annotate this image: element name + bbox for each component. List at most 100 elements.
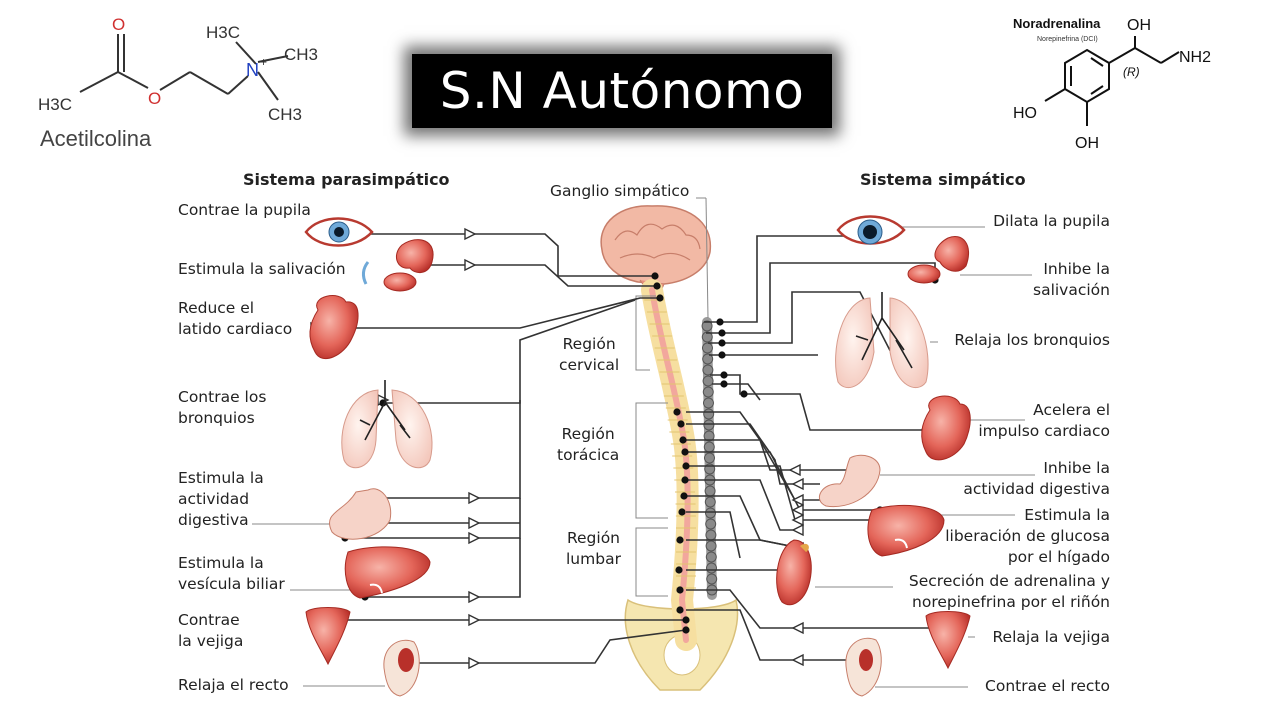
kidney-right bbox=[776, 539, 812, 606]
methyl-label: H3C bbox=[38, 95, 72, 114]
chain-ganglion bbox=[703, 452, 715, 464]
synapse-dot bbox=[716, 318, 724, 326]
chain-ganglion bbox=[705, 529, 717, 541]
n-methyl-label-1: H3C bbox=[206, 23, 240, 42]
para-arrowhead bbox=[468, 613, 481, 627]
symp-arrowhead bbox=[788, 463, 801, 477]
heart-right bbox=[921, 395, 971, 461]
noradrenaline-name: Noradrenalina bbox=[1013, 16, 1101, 31]
salivary-gland-left bbox=[361, 239, 434, 292]
para-arrowhead bbox=[468, 590, 481, 604]
hydroxyl-left: HO bbox=[1013, 105, 1037, 122]
region-brackets bbox=[635, 197, 709, 597]
acetylcholine-name: Acetilcolina bbox=[40, 126, 152, 151]
synapse-dot bbox=[651, 272, 659, 280]
synapse-dot bbox=[679, 436, 687, 444]
symp-arrowhead bbox=[791, 477, 804, 491]
bladder-right bbox=[925, 611, 971, 670]
synapse-dot bbox=[682, 462, 690, 470]
synapse-dot bbox=[682, 616, 690, 624]
hydroxyl-top: OH bbox=[1127, 17, 1151, 34]
synapse-dot bbox=[675, 566, 683, 574]
carbonyl-oxygen: O bbox=[112, 15, 125, 34]
synapse-dot bbox=[718, 339, 726, 347]
chain-ganglion bbox=[703, 408, 715, 420]
amine-group: NH2 bbox=[1179, 49, 1211, 66]
bladder-left bbox=[305, 607, 351, 666]
synapse-dot bbox=[653, 282, 661, 290]
chain-ganglion bbox=[706, 573, 718, 585]
synapse-dot bbox=[676, 536, 684, 544]
chain-ganglion bbox=[701, 331, 713, 343]
parasympathetic-nerves bbox=[316, 233, 687, 664]
sympathetic-heading: Sistema simpático bbox=[860, 170, 1026, 189]
synapse-dot bbox=[680, 492, 688, 500]
ganglion-label: Ganglio simpático bbox=[550, 182, 690, 200]
chain-ganglion bbox=[703, 419, 715, 431]
synapse-dot bbox=[677, 420, 685, 428]
synapse-dot bbox=[718, 351, 726, 359]
chain-ganglion bbox=[704, 496, 716, 508]
synapse-dot bbox=[740, 390, 748, 398]
para-effect-pupil: Contrae la pupila bbox=[178, 201, 311, 219]
symp-effect-rectum: Contrae el recto bbox=[985, 677, 1110, 695]
page-title: S.N Autónomo bbox=[439, 62, 805, 120]
lungs-left bbox=[341, 380, 433, 469]
liver-left bbox=[344, 546, 431, 599]
parasympathetic-heading: Sistema parasimpático bbox=[243, 170, 450, 189]
hydroxyl-bottom: OH bbox=[1075, 135, 1099, 152]
chain-ganglion bbox=[705, 540, 717, 552]
chain-ganglion bbox=[703, 430, 715, 442]
symp-effect-pupil: Dilata la pupila bbox=[993, 212, 1110, 230]
synapse-dot bbox=[656, 294, 664, 302]
chain-ganglion bbox=[701, 342, 713, 354]
para-effect-rectum: Relaja el recto bbox=[178, 676, 289, 694]
synapse-dot bbox=[682, 626, 690, 634]
lungs-right bbox=[835, 292, 929, 389]
synapse-dot bbox=[676, 586, 684, 594]
rectum-left bbox=[383, 639, 420, 697]
rectum-right bbox=[845, 637, 882, 697]
acetylcholine-structure: O H3C O H3C N + CH3 CH3 Acetilcolina bbox=[38, 15, 318, 151]
symp-arrowhead bbox=[791, 621, 804, 635]
synapse-dot bbox=[718, 329, 726, 337]
stomach-left bbox=[329, 488, 392, 540]
symp-arrowhead bbox=[791, 513, 804, 527]
eye-right bbox=[836, 215, 906, 245]
chain-ganglion bbox=[702, 353, 714, 365]
heart-left bbox=[309, 295, 359, 359]
symp-effect-bronchi: Relaja los bronquios bbox=[954, 331, 1110, 349]
positive-charge: + bbox=[260, 55, 267, 69]
para-effect-salivation: Estimula la salivación bbox=[178, 260, 346, 278]
eye-left bbox=[304, 217, 374, 247]
synapse-dot bbox=[681, 448, 689, 456]
chain-ganglion bbox=[702, 364, 714, 376]
symp-arrowhead bbox=[791, 503, 804, 517]
chain-ganglion bbox=[705, 551, 717, 563]
symp-effect-bladder: Relaja la vejiga bbox=[992, 628, 1110, 646]
para-arrowheads bbox=[310, 227, 481, 670]
synapse-dot bbox=[678, 508, 686, 516]
chain-ganglion bbox=[702, 375, 714, 387]
chain-ganglion bbox=[704, 485, 716, 497]
para-arrowhead bbox=[468, 491, 481, 505]
brain bbox=[600, 205, 711, 293]
synapse-dot bbox=[681, 476, 689, 484]
nitrogen-atom: N bbox=[246, 60, 259, 80]
para-arrowhead bbox=[468, 531, 481, 545]
symp-leaders bbox=[815, 226, 1035, 688]
chain-ganglion bbox=[703, 441, 715, 453]
liver-right bbox=[867, 504, 945, 557]
para-arrowhead bbox=[468, 656, 481, 670]
synapse-dot bbox=[673, 408, 681, 416]
n-methyl-label-2: CH3 bbox=[284, 45, 318, 64]
